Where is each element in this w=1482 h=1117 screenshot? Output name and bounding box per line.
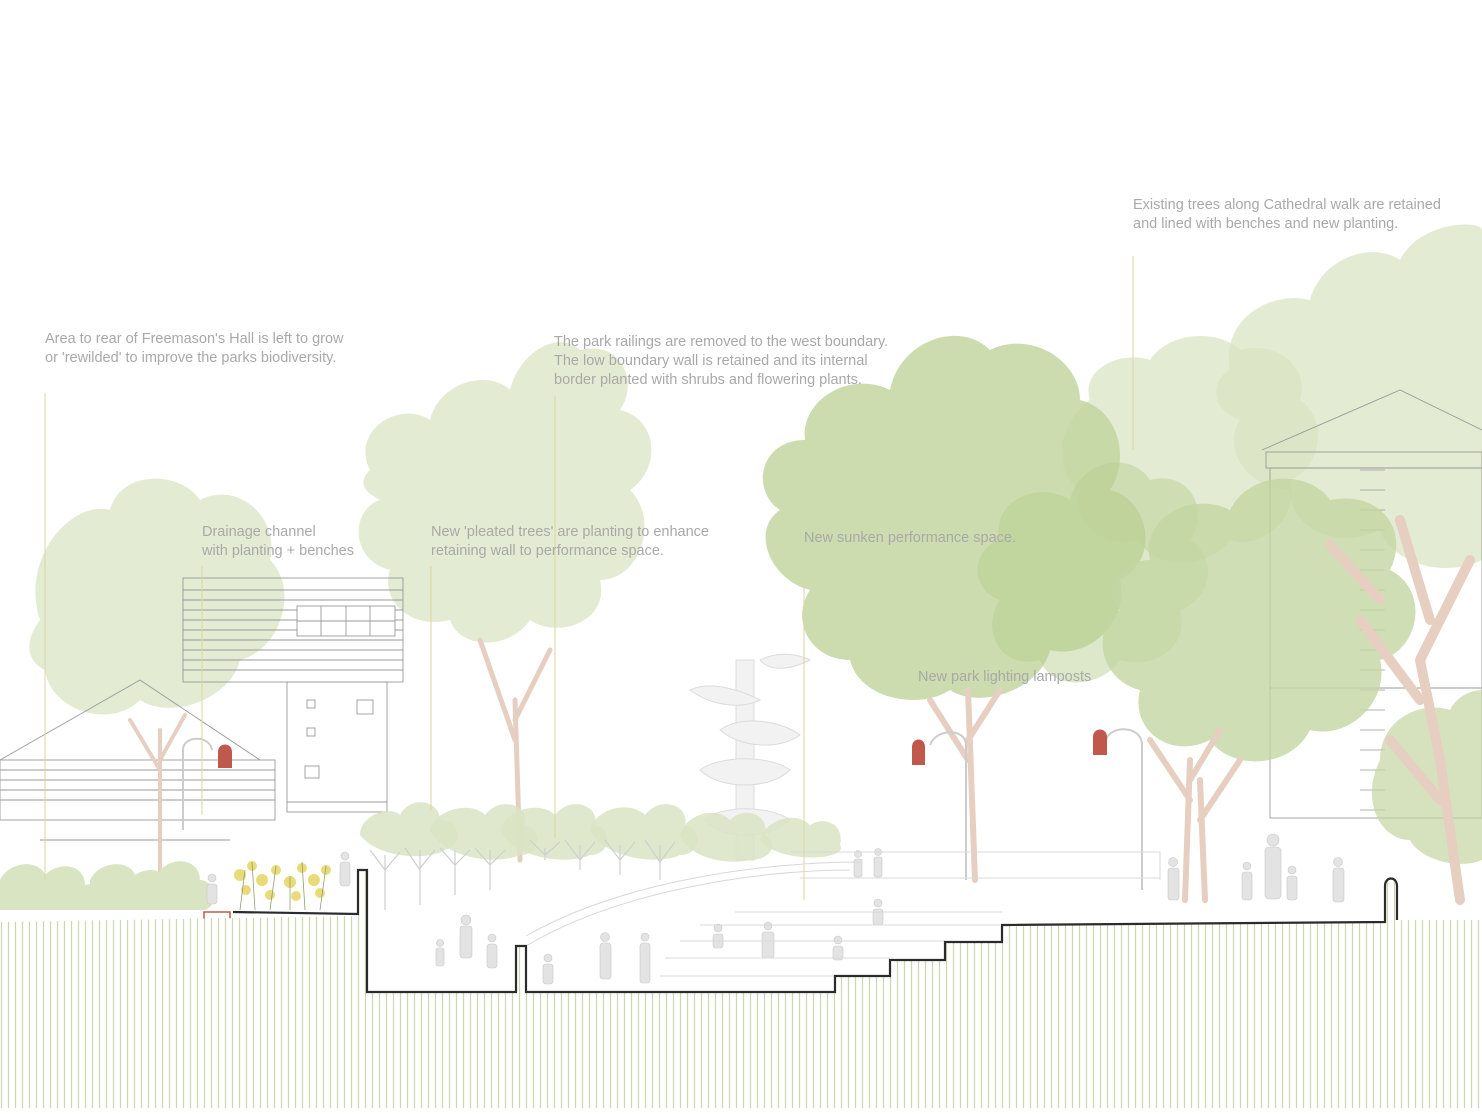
trunk-right-1 <box>1147 727 1223 903</box>
trunk-right-2 <box>1197 757 1243 903</box>
rewilded-planting <box>0 861 331 911</box>
lamp-head-2 <box>912 739 925 765</box>
leader-lines <box>44 256 1134 900</box>
trunk-performance <box>927 687 1003 883</box>
lamppost-1 <box>182 737 213 830</box>
annotation-performance-line1: New sunken performance space. <box>804 530 1016 546</box>
tree-canopy-pleated <box>358 342 652 643</box>
annotation-drainage: Drainage channel with planting + benches <box>202 523 354 561</box>
annotation-drainage-line2: with planting + benches <box>202 543 354 559</box>
section-cut-line <box>232 868 1399 994</box>
people-figures <box>206 833 1345 985</box>
lampposts <box>182 728 1143 890</box>
annotation-rewilded: Area to rear of Freemason's Hall is left… <box>45 330 344 368</box>
annotation-railings-line3: border planted with shrubs and flowering… <box>554 372 862 388</box>
lamppost-3 <box>1105 728 1143 890</box>
annotation-cathedral-walk-line2: and lined with benches and new planting. <box>1133 216 1399 232</box>
performance-steps <box>525 851 1161 977</box>
annotation-railings-line2: The low boundary wall is retained and it… <box>554 353 868 369</box>
lamppost-2 <box>929 731 967 880</box>
tree-canopy-performance <box>762 335 1146 700</box>
annotation-pleated-trees-line1: New 'pleated trees' are planting to enha… <box>431 524 709 540</box>
roof-left <box>0 679 261 761</box>
annotation-performance: New sunken performance space. <box>804 529 1016 548</box>
trunk-cathedral <box>1325 515 1475 905</box>
annotation-railings: The park railings are removed to the wes… <box>554 333 888 390</box>
annotation-drainage-line1: Drainage channel <box>202 524 316 540</box>
lamp-head-1 <box>218 744 232 768</box>
annotation-cathedral-walk-line1: Existing trees along Cathedral walk are … <box>1133 197 1441 213</box>
annotation-railings-line1: The park railings are removed to the wes… <box>554 334 889 350</box>
tree-trunks <box>128 515 1475 905</box>
lamp-head-3 <box>1093 729 1107 755</box>
annotation-lampposts: New park lighting lamposts <box>918 668 1091 687</box>
annotation-rewilded-line2: or 'rewilded' to improve the parks biodi… <box>45 350 337 366</box>
annotation-rewilded-line1: Area to rear of Freemason's Hall is left… <box>45 331 344 347</box>
annotation-pleated-trees-line2: retaining wall to performance space. <box>431 543 664 559</box>
annotation-cathedral-walk: Existing trees along Cathedral walk are … <box>1133 196 1441 234</box>
annotation-lampposts-line1: New park lighting lamposts <box>918 669 1092 685</box>
annotation-pleated-trees: New 'pleated trees' are planting to enha… <box>431 523 709 561</box>
tree-canopy-left <box>29 478 285 715</box>
freemasons-hall <box>0 577 404 841</box>
pleated-trees-row <box>360 802 841 910</box>
ground-hatch <box>0 870 1482 1108</box>
